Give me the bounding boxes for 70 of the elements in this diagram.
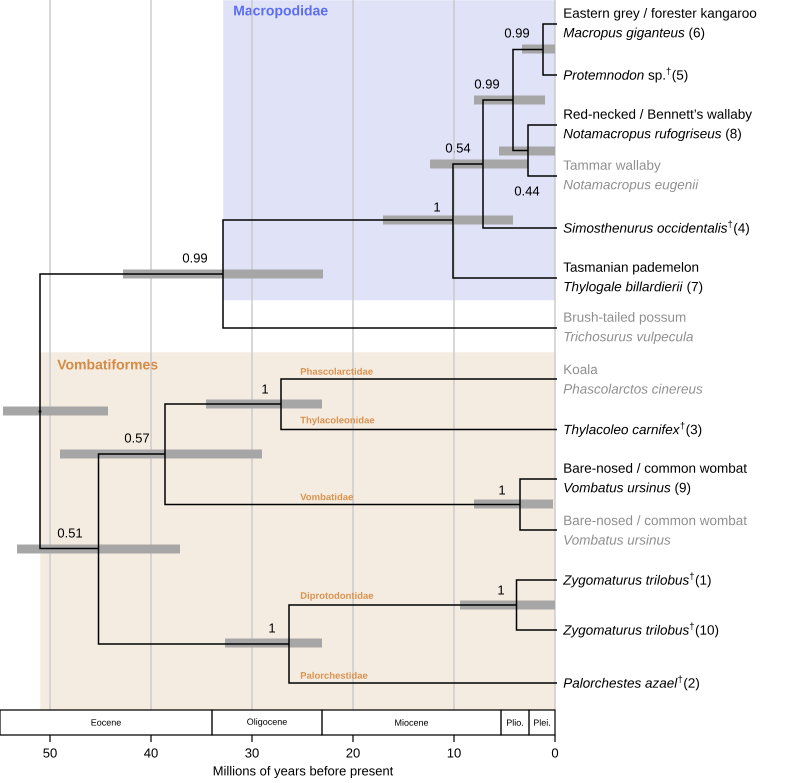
branch-line [288, 644, 557, 684]
tick-label: 10 [448, 748, 461, 758]
branch-line [542, 23, 557, 50]
taxon-label: Protemnodon sp.$^{†}$(5) [564, 68, 688, 82]
support-value: 0.99 [474, 79, 500, 89]
branch-line [482, 99, 513, 164]
branch-line [222, 274, 557, 329]
branch-line [482, 164, 557, 229]
taxon-label: Zygomaturus trilobus$^{†}$(10) [562, 622, 718, 638]
branch-line [39, 412, 98, 550]
tick-label: 40 [144, 748, 158, 758]
axis-title: Millions of years before present [214, 766, 394, 778]
taxon-label: Palorchestes azael$^{†}$(2) [564, 676, 699, 690]
support-value: 0.44 [514, 186, 540, 196]
epoch-cell: Plei. [528, 709, 556, 736]
support-value: 1 [262, 384, 268, 394]
taxon-label: Thylacoleo carnifex$^{†}$(3) [564, 422, 702, 437]
support-value: 0.51 [58, 528, 82, 538]
support-value: 1 [269, 624, 275, 632]
branch-line [164, 454, 520, 506]
support-value: 0.54 [446, 143, 470, 153]
taxon-label: Bare-nosed / common wombat Vombatus ursinus [564, 515, 747, 545]
branch-line [98, 548, 289, 645]
tick-label: 20 [346, 748, 360, 758]
clade-label: Diprotodontidae [300, 592, 374, 601]
branch-line [516, 579, 557, 605]
epoch-cell: Miocene [321, 709, 502, 736]
branch-line [39, 273, 223, 412]
branch-line [516, 605, 557, 631]
taxon-label: Tasmanian pademelon Thylogale billardierii (7) [564, 262, 702, 294]
branch-line [452, 220, 557, 279]
branch-line [542, 50, 557, 76]
branch-line [288, 604, 516, 644]
tick-label: 0 [552, 748, 558, 758]
support-value: 1 [498, 586, 504, 594]
branch-line [512, 100, 528, 152]
epoch-cell: Oligocene [211, 709, 323, 736]
branch-line [519, 478, 557, 504]
clade-label: Vombatidae [300, 493, 354, 500]
taxon-label: Koala Phascolarctos cinereus [564, 364, 702, 394]
taxon-label: Brush-tailed possum Trichosurus vulpecula [564, 312, 694, 344]
clade-label: Thylacoleonidae [300, 416, 374, 426]
branch-line [452, 163, 483, 220]
epoch-cell: Plio. [500, 709, 530, 736]
support-value: 0.99 [182, 253, 208, 263]
support-value: 0.57 [124, 433, 149, 443]
clade-label: Palorchestidae [300, 672, 368, 679]
taxon-label: Simosthenurus occidentalis$^{†}$(4) [564, 220, 749, 236]
branch-line [164, 403, 281, 454]
support-value: 0.99 [504, 28, 530, 38]
taxon-label: Zygomaturus trilobus$^{†}$(1) [562, 572, 711, 588]
support-value: 1 [499, 486, 505, 494]
taxon-label: Red-necked / Bennett’s wallaby Notamacropus rufogriseus (8) [564, 108, 752, 142]
branch-line [222, 219, 453, 274]
taxon-label: Bare-nosed / common wombat Vombatus ursinus (9) [564, 462, 747, 496]
epoch-cell: Eocene [0, 709, 213, 736]
branch-line [519, 504, 557, 531]
branch-line [98, 453, 165, 548]
branch-line [527, 124, 557, 150]
branch-line [512, 48, 543, 100]
taxon-label: Tammar wallaby Notamacropus eugenii [564, 160, 699, 192]
branch-line [527, 150, 557, 177]
branch-line [280, 378, 557, 404]
tick-label: 30 [245, 748, 259, 758]
taxon-label: Eastern grey / forester kangaroo Macropus giganteus (6) [564, 8, 756, 40]
support-value: 1 [434, 202, 440, 212]
tick-label: 50 [43, 748, 57, 758]
branch-line [280, 404, 557, 430]
clade-label: Phascolarctidae [300, 368, 373, 375]
root-point [38, 410, 42, 413]
